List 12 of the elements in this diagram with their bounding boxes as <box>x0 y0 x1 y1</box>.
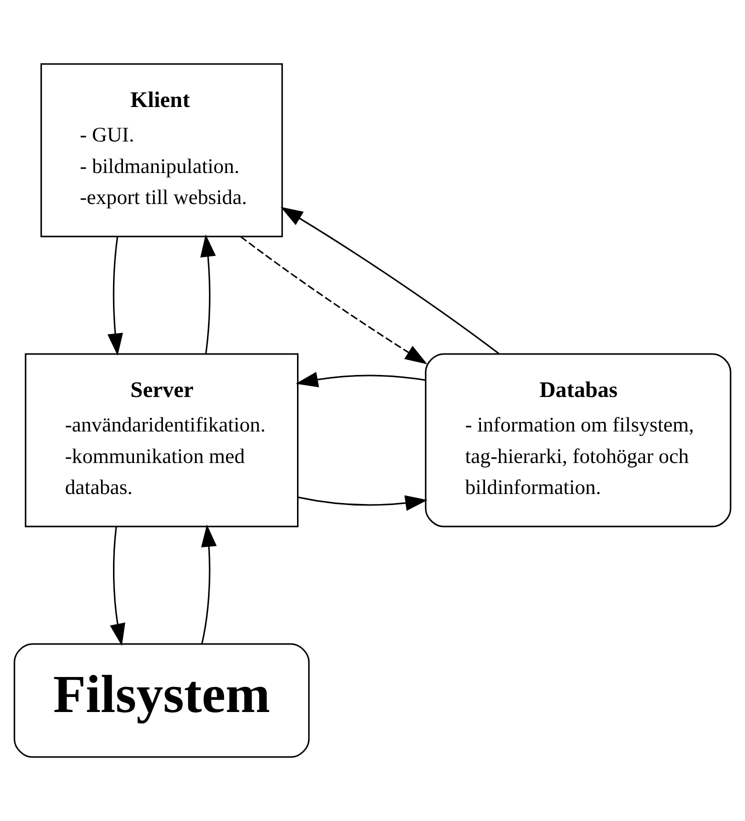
arrow <box>201 524 217 644</box>
arrow <box>200 234 216 354</box>
arrow <box>107 236 123 356</box>
node-box: Klient - GUI. - bildmanipulation. -export till websida. <box>40 63 283 238</box>
node-box: Server -användaridentifikation. -kommunikation med databas. <box>24 353 298 528</box>
arrow <box>296 372 426 388</box>
arrow <box>298 495 428 511</box>
arrow <box>280 206 500 354</box>
node-box: Databas - information om filsystem, tag-hierarki, fotohögar och bildinformation. <box>424 353 732 528</box>
arrow <box>110 526 126 646</box>
node-box: Filsystem <box>14 643 310 758</box>
arrow <box>240 236 428 364</box>
